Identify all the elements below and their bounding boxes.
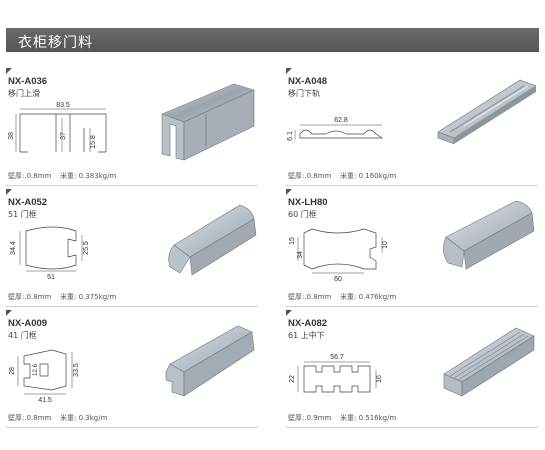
corner-marker-icon	[6, 310, 12, 316]
product-name: 60 门框	[288, 210, 317, 219]
wall-thickness: 壁厚:.0.9mm	[288, 414, 332, 422]
product-name: 移门上滑	[8, 89, 40, 98]
product-code: NX-A052	[8, 197, 48, 208]
dim-right: 16	[376, 375, 383, 383]
product-card-a036: NX-A036 移门上滑 83.5 38 37 15.8 壁厚:.0.8mm 米…	[6, 68, 258, 186]
meter-weight: 米重: 0.375kg/m	[60, 293, 117, 301]
dim-width: 83.5	[56, 102, 70, 109]
divider	[6, 185, 258, 186]
product-card-lh80: NX-LH80 60 门框 60 15 34 10 壁厚:.0.8mm 米重: …	[286, 189, 538, 307]
dim-height-1: 15	[289, 237, 296, 245]
profile-drawing: 41.5 28 12.6 33.5	[9, 349, 80, 404]
product-name: 61 上中下	[288, 331, 325, 340]
corner-marker-icon	[286, 68, 292, 74]
product-code: NX-A082	[288, 318, 328, 329]
product-card-a052: NX-A052 51 门框 51 34.4 25.5 壁厚:.0.8mm 米重:…	[6, 189, 258, 307]
dim-height: 28	[9, 367, 16, 375]
dim-right: 25.5	[83, 241, 90, 255]
profile-photo	[165, 325, 255, 397]
profile-photo	[443, 327, 535, 397]
divider	[286, 185, 538, 186]
profile-drawing: 51 34.4 25.5	[10, 226, 90, 281]
product-code: NX-A048	[288, 76, 328, 87]
divider	[6, 306, 258, 307]
dim-height: 34.4	[10, 241, 17, 255]
dim-inner: 37	[60, 132, 67, 140]
dim-width: 62.8	[334, 117, 348, 124]
wall-thickness: 壁厚:.0.8mm	[288, 293, 332, 301]
meter-weight: 米重: 0.3kg/m	[60, 414, 108, 422]
profile-drawing: 62.8 6.1	[287, 117, 384, 141]
corner-marker-icon	[6, 189, 12, 195]
page-title: 衣柜移门料	[18, 35, 93, 51]
profile-photo	[443, 200, 535, 270]
dim-inner: 12.6	[33, 364, 39, 376]
wall-thickness: 壁厚:.0.8mm	[8, 414, 52, 422]
product-code: NX-A036	[8, 76, 48, 87]
profile-photo	[168, 204, 257, 276]
product-name: 51 门框	[8, 210, 37, 219]
dim-small: 15.8	[90, 135, 97, 149]
dim-height: 38	[8, 132, 15, 140]
profile-photo	[161, 83, 255, 161]
product-code: NX-LH80	[288, 197, 328, 208]
product-code: NX-A009	[8, 318, 48, 329]
profile-drawing: 83.5 38 37 15.8	[8, 102, 107, 153]
dim-height-2: 34	[297, 251, 304, 259]
dim-width: 60	[334, 276, 342, 283]
dim-height: 6.1	[287, 131, 294, 141]
product-name: 41 门框	[8, 331, 37, 340]
dim-right: 10	[382, 241, 389, 249]
wall-thickness: 壁厚:.0.8mm	[8, 293, 52, 301]
corner-marker-icon	[286, 310, 292, 316]
product-card-a082: NX-A082 61 上中下 56.7 22 16 壁厚:.0.9mm 米重: …	[286, 310, 538, 428]
divider	[286, 427, 538, 428]
product-card-a048: NX-A048 移门下轨 62.8 6.1 壁厚:.0.8mm 米重: 0.16…	[286, 68, 538, 186]
meter-weight: 米重: 0.516kg/m	[340, 414, 397, 422]
dim-width: 51	[47, 274, 55, 281]
dim-height: 22	[289, 375, 296, 383]
section-header: 衣柜移门料	[6, 28, 539, 52]
wall-thickness: 壁厚:.0.8mm	[8, 172, 52, 180]
wall-thickness: 壁厚:.0.8mm	[288, 172, 332, 180]
meter-weight: 米重: 0.476kg/m	[340, 293, 397, 301]
divider	[6, 427, 258, 428]
profile-drawing: 60 15 34 10	[289, 228, 389, 283]
divider	[286, 306, 538, 307]
profile-drawing: 56.7 22 16	[289, 354, 383, 393]
meter-weight: 米重: 0.160kg/m	[340, 172, 397, 180]
product-name: 移门下轨	[288, 89, 320, 98]
profile-photo	[437, 79, 537, 145]
product-card-a009: NX-A009 41 门框 41.5 28 12.6 33.5 壁厚:.0.8m…	[6, 310, 258, 428]
dim-width: 41.5	[38, 397, 52, 404]
corner-marker-icon	[6, 68, 12, 74]
meter-weight: 米重: 0.383kg/m	[60, 172, 117, 180]
dim-width: 56.7	[330, 354, 344, 361]
dim-right: 33.5	[73, 363, 80, 377]
corner-marker-icon	[286, 189, 292, 195]
